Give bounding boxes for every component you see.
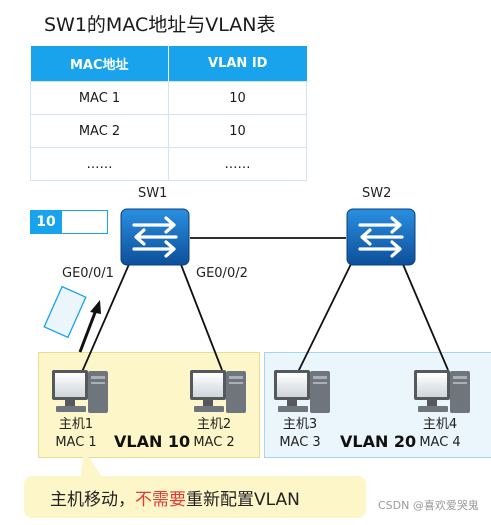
callout-part1: 主机移动， (50, 490, 135, 510)
host-name: 主机4 (422, 417, 458, 432)
sw2-label: SW2 (362, 186, 392, 201)
frame-icon (43, 285, 87, 339)
host1-icon (52, 370, 108, 413)
port-label-ge001: GE0/0/1 (62, 266, 114, 281)
table-cell: 10 (168, 114, 307, 148)
host-mac: MAC 3 (279, 435, 321, 450)
sw1-icon (120, 208, 190, 266)
table-cell: MAC 1 (30, 81, 169, 115)
table-cell: MAC 2 (30, 114, 169, 148)
host2-icon (190, 370, 246, 413)
host3-label: 主机3 MAC 3 (270, 416, 330, 452)
host4-label: 主机4 MAC 4 (410, 416, 470, 452)
host3-icon (274, 370, 330, 413)
callout-part3: 重新配置VLAN (186, 490, 300, 510)
move-arrow (78, 300, 101, 353)
vlan20-label: VLAN 20 (340, 432, 417, 451)
callout-box (24, 476, 366, 518)
callout-text: 主机移动，不需要重新配置VLAN (50, 485, 300, 510)
column-header-vlan-id: VLAN ID (168, 46, 307, 82)
vlan-tag-value: 10 (30, 210, 62, 234)
sw1-label: SW1 (138, 186, 168, 201)
table-header-row: MAC地址 VLAN ID (30, 46, 307, 82)
host2-label: 主机2 MAC 2 (184, 416, 244, 452)
host-mac: MAC 2 (193, 435, 235, 450)
table-row: MAC 2 10 (30, 114, 307, 148)
port-label-ge002: GE0/0/2 (196, 266, 248, 281)
host-name: 主机3 (282, 417, 318, 432)
sw2-icon (346, 208, 416, 266)
host-name: 主机1 (58, 417, 94, 432)
watermark: CSDN @喜欢爱哭鬼 (378, 499, 479, 512)
link-sw1-host1 (81, 261, 131, 373)
host-name: 主机2 (196, 417, 232, 432)
host-mac: MAC 1 (55, 435, 97, 450)
callout-emphasis: 不需要 (135, 490, 186, 510)
vlan10-label: VLAN 10 (114, 432, 191, 451)
page-title: SW1的MAC地址与VLAN表 (44, 14, 276, 36)
callout-pointer (80, 450, 104, 480)
link-sw2-host3 (297, 261, 353, 373)
mac-vlan-table: MAC地址 VLAN ID MAC 1 10 MAC 2 10 …… …… (30, 46, 307, 181)
table-cell: …… (168, 147, 307, 181)
table-row: MAC 1 10 (30, 81, 307, 115)
link-sw1-host2 (179, 261, 223, 371)
column-header-mac: MAC地址 (30, 46, 169, 82)
host1-label: 主机1 MAC 1 (46, 416, 106, 452)
host4-icon (414, 370, 470, 413)
link-sw2-host4 (401, 261, 449, 371)
table-row: …… …… (30, 147, 307, 181)
host-mac: MAC 4 (419, 435, 461, 450)
